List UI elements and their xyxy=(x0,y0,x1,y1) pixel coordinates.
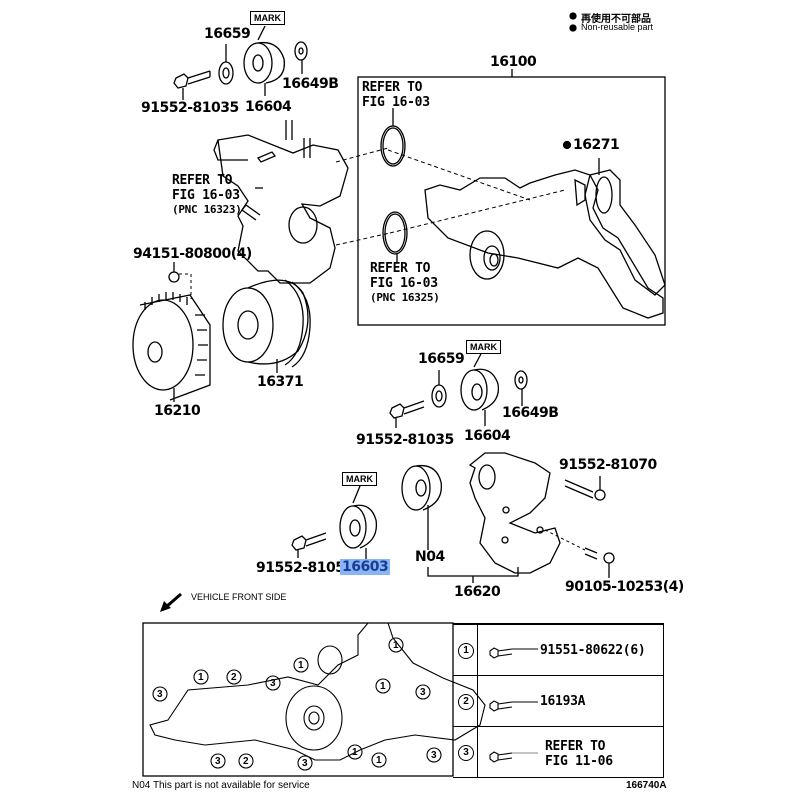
mid-seal[interactable] xyxy=(431,370,447,408)
part-16659-mid[interactable]: 16659 xyxy=(418,351,465,367)
vehicle-front-arrow-icon xyxy=(160,592,182,612)
water-pump-body[interactable] xyxy=(424,169,664,319)
row-number: 1 xyxy=(458,643,474,659)
part-16371[interactable]: 16371 xyxy=(257,374,304,390)
non-reusable-bullet-icon xyxy=(562,140,572,150)
callout-3: 3 xyxy=(431,750,437,761)
top-bolt[interactable] xyxy=(173,70,211,100)
mark-label-top: MARK xyxy=(250,11,285,25)
part-16649b-mid[interactable]: 16649B xyxy=(502,405,559,421)
table-row[interactable]: 1 91551-80622(6) xyxy=(453,624,663,676)
tensioner-bolt-long[interactable] xyxy=(564,476,606,501)
mid-bolt[interactable] xyxy=(389,400,425,428)
row-number: 3 xyxy=(458,745,474,761)
part-16271[interactable]: 16271 xyxy=(573,137,620,153)
part-16659-top[interactable]: 16659 xyxy=(204,26,251,42)
refer-line: REFER TO xyxy=(172,173,233,188)
part-16603-selected[interactable]: 16603 xyxy=(340,559,391,575)
refer-line: FIG 16-03 xyxy=(362,95,430,110)
callout-3: 3 xyxy=(215,756,221,767)
footer-note: N04 This part is not available for servi… xyxy=(132,780,310,791)
non-reusable-legend-jp: 再使用不可部品 xyxy=(581,14,651,25)
n04-pulley[interactable] xyxy=(401,464,443,550)
low-idler-pulley[interactable] xyxy=(339,485,378,559)
refer-line: REFER TO xyxy=(370,261,431,276)
refer-line: FIG 16-03 xyxy=(370,276,438,291)
callout-1: 1 xyxy=(198,672,204,683)
bolt-icon xyxy=(489,647,538,659)
o-ring-lower[interactable] xyxy=(382,211,408,262)
bolt-icon xyxy=(489,700,538,712)
table-row[interactable]: 2 16193A xyxy=(453,675,663,727)
callout-3: 3 xyxy=(270,678,276,689)
refer-pnc: (PNC 16325) xyxy=(370,291,440,304)
bullet-icon xyxy=(569,24,577,32)
part-91552-81035-top[interactable]: 91552-81035 xyxy=(141,100,239,116)
nut[interactable] xyxy=(168,262,192,299)
part-16210[interactable]: 16210 xyxy=(154,403,201,419)
refer-line: REFER TO xyxy=(362,80,423,95)
refer-line: FIG 16-03 xyxy=(172,188,240,203)
mid-washer[interactable] xyxy=(514,370,528,406)
part-16649b-top[interactable]: 16649B xyxy=(282,76,339,92)
non-reusable-legend-en: Non-reusable part xyxy=(581,22,654,32)
part-90105-10253[interactable]: 90105-10253(4) xyxy=(565,579,684,595)
callout-3: 3 xyxy=(157,689,163,700)
callout-3: 3 xyxy=(420,687,426,698)
pump-outline xyxy=(149,622,486,761)
part-n04[interactable]: N04 xyxy=(415,549,445,565)
refer-pnc: (PNC 16323) xyxy=(172,203,242,216)
bolt-location-map-box xyxy=(142,622,454,777)
callout-1: 1 xyxy=(393,640,399,651)
part-91552-81035-mid[interactable]: 91552-81035 xyxy=(356,432,454,448)
table-row[interactable]: 3 REFER TO FIG 11-06 xyxy=(453,726,663,778)
callout-2: 2 xyxy=(243,756,249,767)
callout-1: 1 xyxy=(376,755,382,766)
part-16620[interactable]: 16620 xyxy=(454,584,501,600)
mid-idler-pulley[interactable] xyxy=(460,351,500,426)
vehicle-front-side-label: VEHICLE FRONT SIDE xyxy=(191,592,287,602)
part-91552-81050[interactable]: 91552-81050 xyxy=(256,560,354,576)
top-washer[interactable] xyxy=(294,41,308,74)
water-inlet-housing[interactable] xyxy=(213,120,349,284)
o-ring-upper[interactable] xyxy=(380,108,406,167)
mark-label-mid: MARK xyxy=(466,340,501,354)
callout-1: 1 xyxy=(298,660,304,671)
row-number: 2 xyxy=(458,694,474,710)
part-16604-mid[interactable]: 16604 xyxy=(464,428,511,444)
tensioner-bracket[interactable] xyxy=(468,452,561,574)
fan-clutch[interactable] xyxy=(132,292,211,402)
low-bolt[interactable] xyxy=(291,532,327,558)
refer-fig-16-03-upper[interactable]: REFER TO FIG 16-03 xyxy=(362,81,430,109)
row-part-number: 91551-80622(6) xyxy=(540,643,646,658)
table-divider xyxy=(477,624,478,777)
callout-3: 3 xyxy=(302,758,308,769)
callout-1: 1 xyxy=(380,681,386,692)
fan-pulley[interactable] xyxy=(222,279,311,373)
mark-label-low: MARK xyxy=(342,472,377,486)
refer-line: FIG 11-06 xyxy=(545,754,613,769)
tensioner-bolt-short[interactable] xyxy=(544,529,615,578)
figure-id: 166740A xyxy=(626,780,667,791)
refer-line: REFER TO xyxy=(545,739,606,754)
row-part-number: 16193A xyxy=(540,694,586,709)
part-94151-80800[interactable]: 94151-80800(4) xyxy=(133,246,252,262)
row-refer: REFER TO FIG 11-06 xyxy=(545,740,613,768)
part-16100[interactable]: 16100 xyxy=(490,54,537,70)
bullet-icon xyxy=(569,12,577,20)
part-91552-81070[interactable]: 91552-81070 xyxy=(559,457,657,473)
refer-fig-16-03-pnc-16323[interactable]: REFER TO FIG 16-03 (PNC 16323) xyxy=(172,174,242,215)
callout-2: 2 xyxy=(231,672,237,683)
bolt-callout-markers xyxy=(152,637,442,771)
top-seal[interactable] xyxy=(218,44,234,85)
bolt-reference-table: 1 91551-80622(6) 2 16193A 3 REFER TO FIG… xyxy=(453,623,664,778)
callout-1: 1 xyxy=(352,747,358,758)
top-idler-pulley[interactable] xyxy=(243,25,286,96)
part-16604-top[interactable]: 16604 xyxy=(245,99,292,115)
bolt-icon xyxy=(489,751,538,763)
refer-fig-16-03-pnc-16325[interactable]: REFER TO FIG 16-03 (PNC 16325) xyxy=(370,262,440,303)
gasket[interactable] xyxy=(584,158,666,296)
